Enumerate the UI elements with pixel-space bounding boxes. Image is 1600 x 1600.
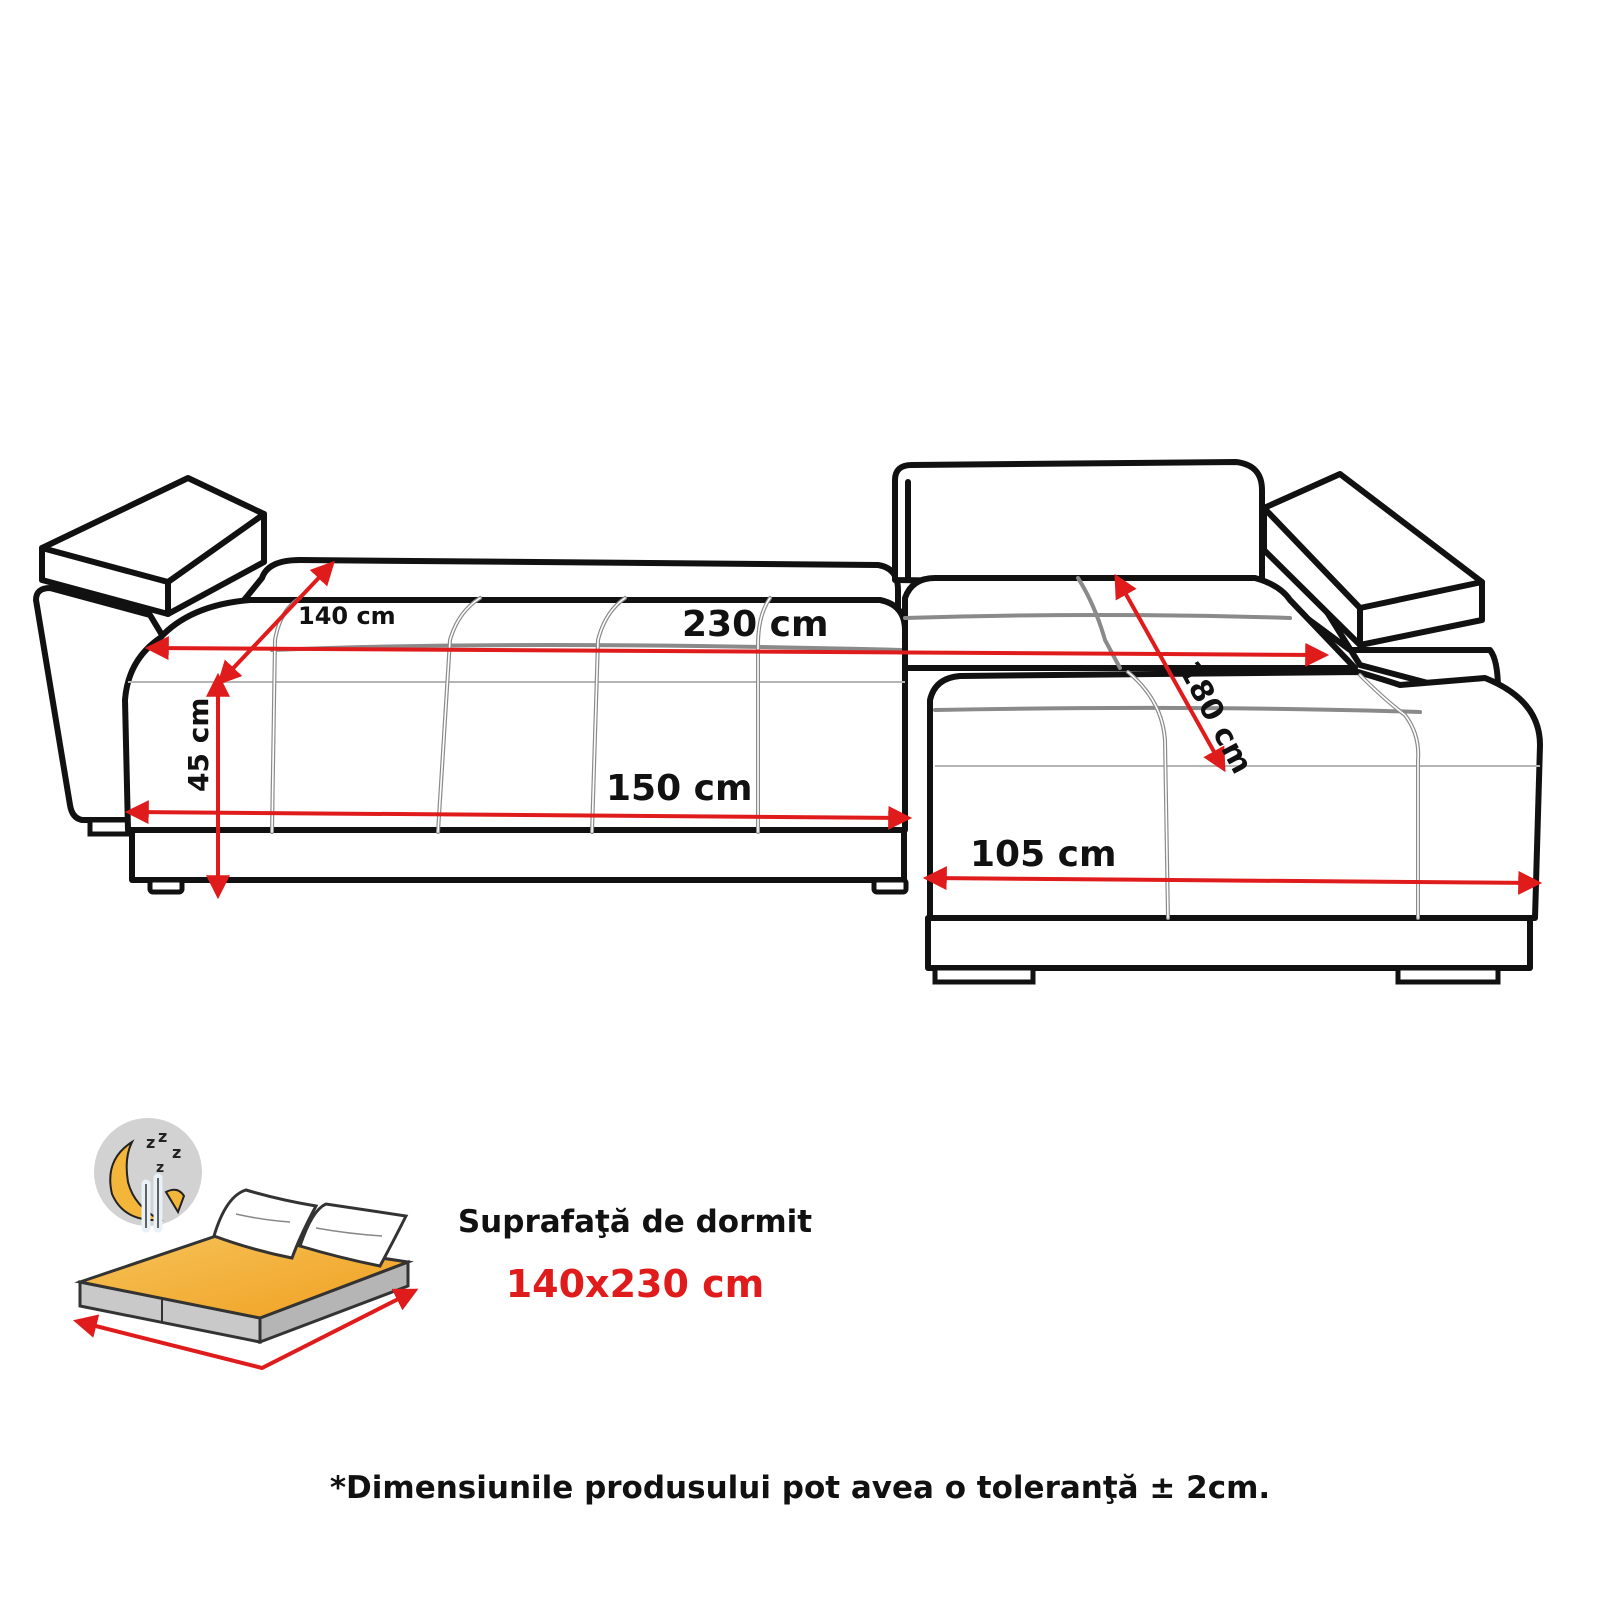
dimension-labels: 140 cm 230 cm 180 cm 45 cm 150 cm 105 cm xyxy=(182,602,1259,875)
label-sofa-length: 150 cm xyxy=(606,768,753,809)
label-seat-depth: 140 cm xyxy=(298,602,396,630)
sofa-left-section xyxy=(33,475,909,895)
left-sofa-base xyxy=(129,827,907,883)
dim-line-sofa-length xyxy=(124,800,913,830)
moon-sleep-icon: z z z z xyxy=(94,1118,202,1233)
label-height: 45 cm xyxy=(182,698,215,793)
dimension-lines xyxy=(124,560,1543,900)
chaise-seat-cushion xyxy=(927,669,1543,921)
svg-text:z: z xyxy=(146,1133,155,1152)
bed-icon xyxy=(73,1188,419,1371)
chaise-leg-1 xyxy=(932,965,1036,985)
svg-text:z: z xyxy=(158,1127,167,1146)
dim-line-chaise-depth xyxy=(1114,573,1226,773)
chaise-back xyxy=(892,459,1265,588)
left-sofa-leg-2 xyxy=(871,877,909,895)
tolerance-footnote: *Dimensiunile produsului pot avea o tole… xyxy=(329,1470,1271,1506)
svg-text:z: z xyxy=(172,1143,181,1162)
svg-text:z: z xyxy=(156,1160,164,1176)
dim-line-chaise-width xyxy=(922,866,1543,895)
label-chaise-width: 105 cm xyxy=(970,834,1117,875)
sofa-chaise-section xyxy=(892,459,1543,985)
left-armrest-foot xyxy=(87,817,133,837)
label-total-length: 230 cm xyxy=(682,604,829,645)
chaise-base xyxy=(925,915,1533,971)
chaise-headrest xyxy=(1261,471,1485,648)
sleeping-surface-label: Suprafaţă de dormit xyxy=(457,1204,813,1240)
left-sofa-leg-1 xyxy=(147,877,185,895)
chaise-leg-2 xyxy=(1395,965,1501,985)
sleeping-surface-size: 140x230 cm xyxy=(505,1262,765,1306)
